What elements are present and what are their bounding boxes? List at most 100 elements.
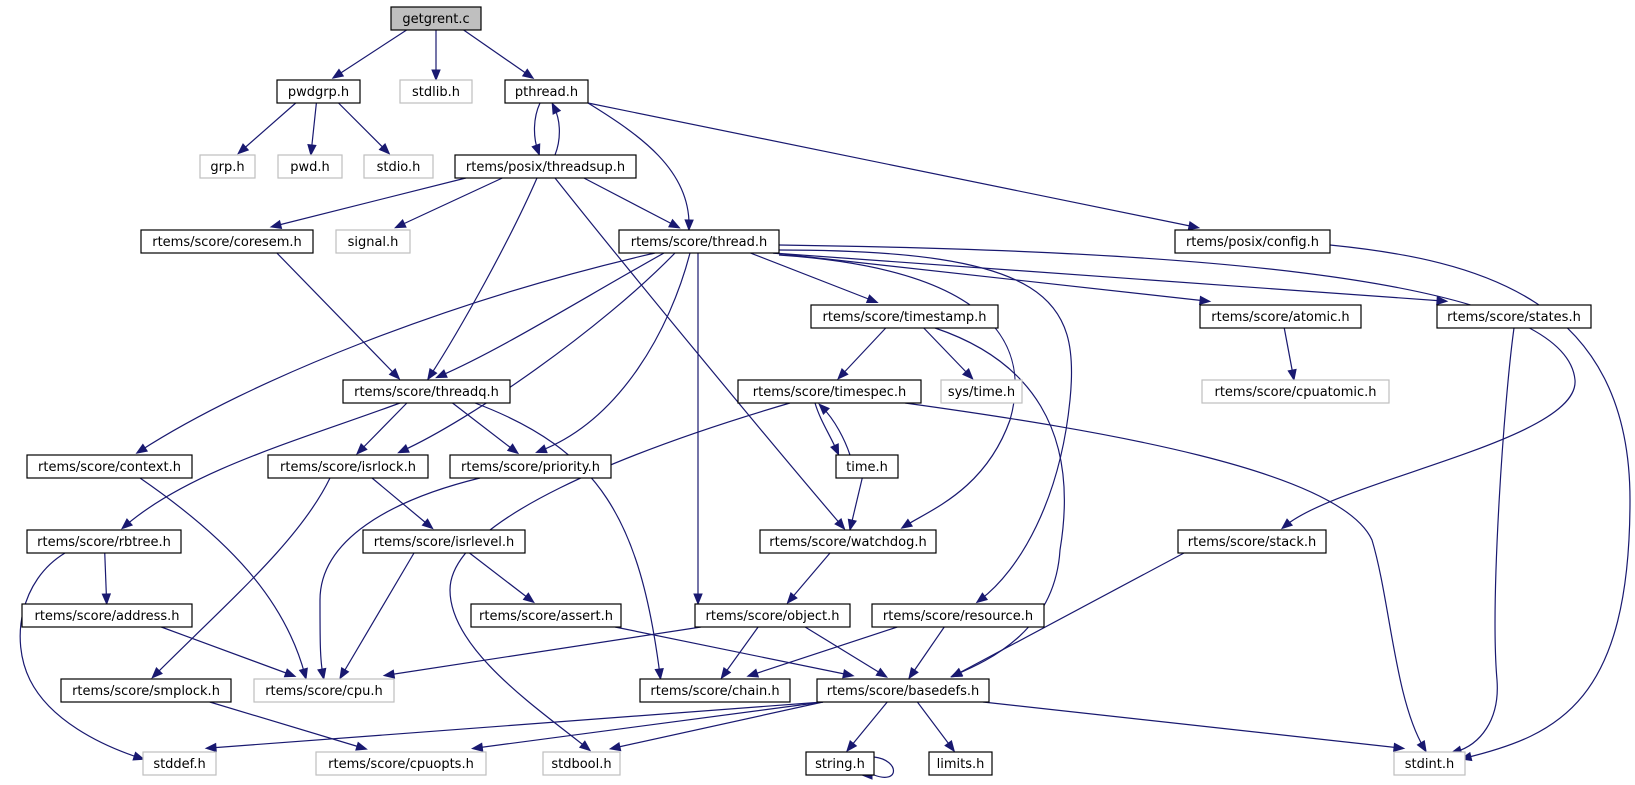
node-pwdgrp-h[interactable]: pwdgrp.h <box>276 79 361 104</box>
edge-line <box>587 102 690 227</box>
edge-isrlevel-h-to-assert-h <box>469 552 535 604</box>
node-timestamp-h[interactable]: rtems/score/timestamp.h <box>810 304 999 329</box>
node-threadq-h[interactable]: rtems/score/threadq.h <box>342 379 511 404</box>
edge-thread-h-to-atomic-h <box>772 252 1212 305</box>
arrowhead-icon <box>818 403 830 415</box>
node-getgrent-c[interactable]: getgrent.c <box>390 6 482 31</box>
node-context-h[interactable]: rtems/score/context.h <box>26 454 193 479</box>
node-box <box>26 454 193 479</box>
edge-line <box>850 477 863 527</box>
edge-line <box>910 626 945 676</box>
edge-pthread-h-to-thread-h <box>587 102 694 232</box>
node-pthread-h[interactable]: pthread.h <box>504 79 589 104</box>
node-box <box>315 751 487 776</box>
node-watchdog-h[interactable]: rtems/score/watchdog.h <box>759 529 937 554</box>
edge-line <box>124 402 401 527</box>
edge-isrlevel-h-to-cpu-h <box>339 552 415 680</box>
edge-thread-h-to-threadq-h <box>435 252 665 379</box>
arrowhead-icon <box>421 518 434 530</box>
edge-line <box>614 626 850 676</box>
edge-thread-h-to-timestamp-h <box>750 252 879 304</box>
edge-address-h-to-cpu-h <box>161 626 297 678</box>
arrowhead-icon <box>1416 739 1427 753</box>
arrowhead-icon <box>551 102 562 115</box>
edge-line <box>982 701 1401 749</box>
node-label: rtems/score/thread.h <box>631 235 768 250</box>
node-assert-h[interactable]: rtems/score/assert.h <box>470 603 622 628</box>
edge-line <box>429 177 538 377</box>
edge-line <box>310 102 317 152</box>
node-states-h[interactable]: rtems/score/states.h <box>1436 304 1592 329</box>
node-address-h[interactable]: rtems/score/address.h <box>21 603 193 628</box>
edge-line <box>904 402 1425 749</box>
edge-context-h-to-cpu-h <box>139 477 308 681</box>
node-box <box>140 229 314 254</box>
node-label: rtems/score/stack.h <box>1188 535 1316 550</box>
node-resource-h[interactable]: rtems/score/resource.h <box>871 603 1045 628</box>
node-label: sys/time.h <box>948 385 1015 400</box>
arrowhead-icon <box>746 668 760 678</box>
edge-line <box>1329 244 1631 759</box>
node-coresem-h[interactable]: rtems/score/coresem.h <box>140 229 314 254</box>
node-basedefs-h[interactable]: rtems/score/basedefs.h <box>816 678 990 703</box>
arrowhead-icon <box>506 443 520 455</box>
edge-line <box>772 252 1444 302</box>
node-stddef-h: stddef.h <box>142 751 217 776</box>
node-label: rtems/posix/config.h <box>1186 235 1319 250</box>
node-time-h[interactable]: time.h <box>835 454 899 479</box>
node-label: rtems/score/cpu.h <box>265 684 383 699</box>
arrowhead-icon <box>237 143 250 155</box>
node-priority-h[interactable]: rtems/score/priority.h <box>449 454 612 479</box>
arrowhead-icon <box>135 443 149 454</box>
edge-line <box>209 701 363 749</box>
edge-pthread-h-to-threadsup-h <box>531 102 541 157</box>
arrowhead-icon <box>720 666 732 680</box>
node-label: rtems/score/timestamp.h <box>822 310 986 325</box>
edge-thread-h-to-object-h <box>693 253 703 606</box>
node-box <box>142 751 217 776</box>
edge-threadsup-h-to-thread-h <box>583 177 681 229</box>
node-limits-h[interactable]: limits.h <box>928 751 993 776</box>
node-box <box>504 79 589 104</box>
edge-line <box>613 701 824 749</box>
node-box <box>928 751 993 776</box>
arrowhead-icon <box>846 739 858 753</box>
node-stack-h[interactable]: rtems/score/stack.h <box>1177 529 1327 554</box>
node-isrlevel-h[interactable]: rtems/score/isrlevel.h <box>362 529 526 554</box>
edge-time-h-to-timespec-h <box>818 403 851 456</box>
node-object-h[interactable]: rtems/score/object.h <box>694 603 851 628</box>
edge-line <box>750 252 874 302</box>
arrowhead-icon <box>668 218 681 229</box>
edge-line <box>751 626 898 676</box>
node-rbtree-h[interactable]: rtems/score/rbtree.h <box>26 529 182 554</box>
arrowhead-icon <box>1199 295 1212 305</box>
arrowhead-icon <box>522 592 535 604</box>
node-label: rtems/score/cpuatomic.h <box>1214 385 1376 400</box>
node-label: rtems/score/isrlevel.h <box>374 535 515 550</box>
node-chain-h[interactable]: rtems/score/chain.h <box>639 678 791 703</box>
node-thread-h[interactable]: rtems/score/thread.h <box>618 229 780 254</box>
node-smplock-h[interactable]: rtems/score/smplock.h <box>60 678 232 703</box>
node-atomic-h[interactable]: rtems/score/atomic.h <box>1199 304 1362 329</box>
arrowhead-icon <box>435 369 448 379</box>
edge-threadsup-h-to-coresem-h <box>269 177 467 230</box>
node-box <box>1393 751 1466 776</box>
edge-line <box>1454 327 1515 753</box>
node-cpuatomic-h: rtems/score/cpuatomic.h <box>1201 379 1390 404</box>
edge-line <box>240 102 297 152</box>
node-timespec-h[interactable]: rtems/score/timespec.h <box>737 379 922 404</box>
edge-line <box>554 177 843 527</box>
node-string-h[interactable]: string.h <box>805 751 875 776</box>
arrowhead-icon <box>865 294 879 304</box>
arrowhead-icon <box>356 443 368 455</box>
edge-thread-h-to-stack-h <box>778 244 1576 530</box>
arrowhead-icon <box>834 517 846 531</box>
node-isrlock-h[interactable]: rtems/score/isrlock.h <box>267 454 429 479</box>
node-stdio-h: stdio.h <box>363 154 434 179</box>
arrowhead-icon <box>307 144 317 157</box>
node-box <box>253 678 395 703</box>
node-config-h[interactable]: rtems/posix/config.h <box>1174 229 1331 254</box>
node-threadsup-h[interactable]: rtems/posix/threadsup.h <box>454 154 637 179</box>
edge-pwdgrp-h-to-pwd-h <box>307 102 317 157</box>
